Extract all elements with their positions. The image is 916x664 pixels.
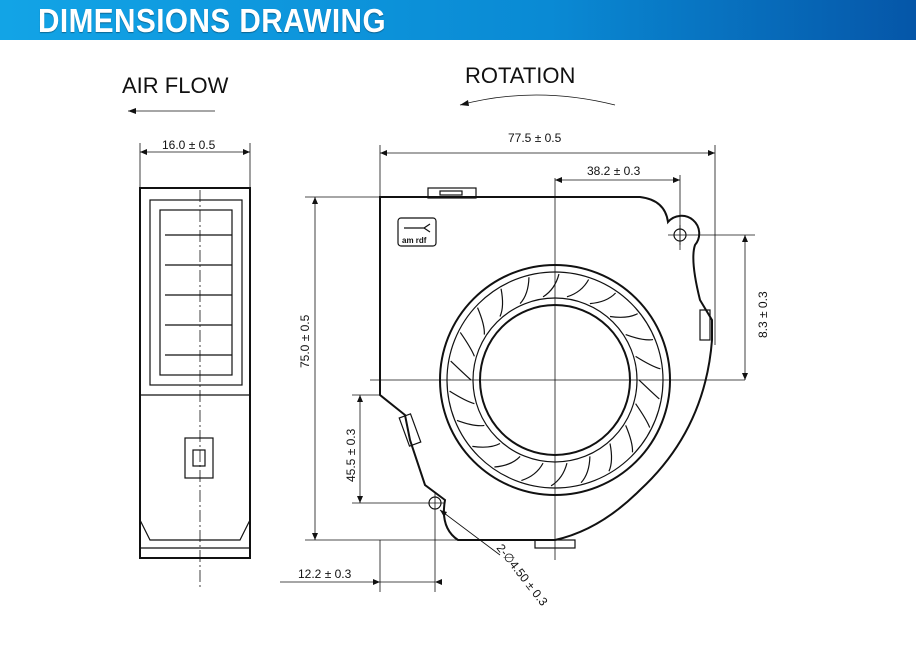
fan-front-view: am rdf — [280, 145, 755, 592]
header-banner: DIMENSIONS DRAWING — [0, 0, 916, 40]
hole-offset-x-left-dimension: 12.2 ± 0.3 — [298, 567, 352, 581]
impeller-blade — [625, 334, 654, 341]
impeller-blade — [476, 307, 485, 335]
impeller-blade — [521, 462, 544, 482]
impeller-blade — [450, 360, 472, 381]
hole-offset-y-left-dimension: 45.5 ± 0.3 — [344, 428, 358, 482]
impeller-blade — [608, 443, 613, 472]
svg-text:am rdf: am rdf — [402, 236, 427, 245]
impeller-blade — [494, 455, 521, 468]
fan-side-view — [139, 143, 251, 590]
impeller-blade — [542, 273, 560, 298]
width-dimension: 77.5 ± 0.5 — [508, 131, 562, 145]
air-flow-label: AIR FLOW — [122, 73, 229, 98]
impeller-blade — [472, 442, 501, 448]
impeller-blade — [550, 462, 568, 487]
impeller-blade — [609, 313, 638, 318]
impeller-blade — [635, 355, 661, 370]
impeller-blade — [635, 403, 651, 428]
impeller-blade — [456, 419, 485, 427]
rotation-arrow-icon — [459, 94, 616, 106]
impeller-blade — [580, 456, 591, 484]
impeller-blade — [625, 425, 634, 453]
brand-logo-icon: am rdf — [397, 217, 437, 247]
impeller-blade — [519, 277, 530, 304]
impeller-blade — [499, 288, 504, 317]
impeller-blade — [566, 279, 590, 298]
impeller-blade — [459, 332, 475, 357]
impeller-blade — [449, 390, 475, 405]
height-dimension: 75.0 ± 0.5 — [298, 314, 312, 368]
thickness-dimension: 16.0 ± 0.5 — [162, 138, 216, 152]
rotation-label: ROTATION — [465, 63, 575, 88]
impeller-blade — [638, 379, 660, 400]
air-flow-arrow-icon — [128, 108, 215, 114]
hole-offset-x-dimension: 38.2 ± 0.3 — [587, 164, 641, 178]
hole-diameter-dimension: 2-∅4.50 ± 0.3 — [494, 541, 551, 609]
page-title: DIMENSIONS DRAWING — [38, 2, 387, 39]
impeller-blade — [589, 292, 617, 305]
hole-offset-y-right-dimension: 8.3 ± 0.3 — [756, 291, 770, 338]
